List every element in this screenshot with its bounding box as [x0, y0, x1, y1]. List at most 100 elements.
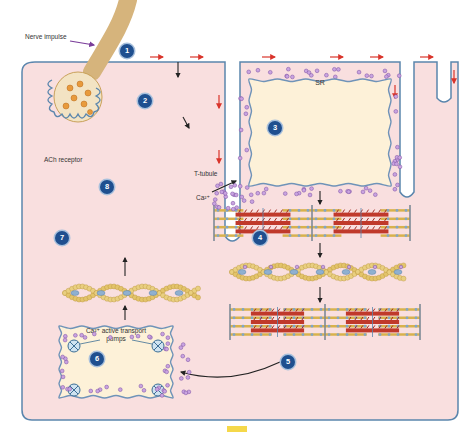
- myosin-head: [367, 325, 369, 328]
- troponin: [388, 333, 391, 336]
- myosin-head: [349, 325, 351, 328]
- myosin-head: [361, 325, 363, 328]
- myosin-head: [361, 317, 363, 320]
- myosin-head: [373, 218, 375, 221]
- troponin: [324, 234, 327, 237]
- troponin: [311, 325, 314, 328]
- z-line: [324, 304, 326, 340]
- pump-leaders: [80, 340, 152, 344]
- calcium-ion: [96, 389, 100, 393]
- troponin: [311, 333, 314, 336]
- myosin-head: [260, 309, 262, 312]
- troponin: [328, 333, 331, 336]
- troponin: [284, 333, 287, 336]
- troponin: [405, 217, 408, 220]
- calcium-ion: [233, 183, 237, 187]
- calcium-ion: [98, 388, 102, 392]
- troponin: [302, 325, 305, 328]
- troponin: [242, 325, 245, 328]
- troponin: [333, 226, 336, 229]
- troponin: [315, 226, 318, 229]
- thin-filament: [230, 325, 272, 328]
- z-line: [419, 304, 421, 340]
- vesicle: [81, 101, 87, 107]
- troponin: [293, 333, 296, 336]
- myosin-head: [287, 218, 289, 221]
- myosin-head: [355, 317, 357, 320]
- thin-filament: [214, 234, 243, 237]
- calcium-pumps: [68, 340, 164, 396]
- troponin: [415, 325, 418, 328]
- myosin-head: [385, 226, 387, 229]
- myosin-head: [245, 226, 247, 229]
- calcium-ion: [373, 265, 377, 269]
- red-arrow: [420, 56, 433, 57]
- troponin: [284, 308, 287, 311]
- troponin: [355, 333, 358, 336]
- myosin-head: [355, 210, 357, 213]
- myosin-head: [260, 317, 262, 320]
- troponin: [406, 308, 409, 311]
- troponin: [346, 333, 349, 336]
- troponin: [242, 333, 245, 336]
- troponin: [289, 234, 292, 237]
- thin-filament: [381, 218, 410, 221]
- troponin: [342, 270, 350, 275]
- troponin: [405, 209, 408, 212]
- calcium-ion: [217, 205, 221, 209]
- calcium-ion: [332, 67, 336, 71]
- myosin-head: [269, 218, 271, 221]
- myosin-head: [281, 218, 283, 221]
- calcium-ion: [80, 333, 84, 337]
- troponin: [355, 316, 358, 319]
- calcium-ion: [399, 265, 403, 269]
- myosin-head: [290, 325, 292, 328]
- myosin-head: [239, 226, 241, 229]
- myosin-head: [302, 325, 304, 328]
- myosin-head: [349, 309, 351, 312]
- myosin-head: [367, 309, 369, 312]
- calcium-ion: [393, 187, 397, 191]
- troponin: [123, 291, 131, 296]
- troponin: [397, 308, 400, 311]
- myosin-head: [385, 309, 387, 312]
- callout-number: 7: [55, 231, 69, 245]
- troponin: [328, 316, 331, 319]
- callout-number: 4: [253, 231, 267, 245]
- thin-filament: [283, 209, 312, 212]
- calcium-ion: [157, 386, 161, 390]
- calcium-ion: [162, 389, 166, 393]
- myosin-head: [385, 218, 387, 221]
- calcium-ion: [166, 383, 170, 387]
- myosin-head: [257, 226, 259, 229]
- troponin: [289, 217, 292, 220]
- myosin-head: [367, 226, 369, 229]
- troponin: [333, 209, 336, 212]
- myosin-head: [373, 226, 375, 229]
- troponin: [289, 226, 292, 229]
- calcium-ion: [213, 198, 217, 202]
- calcium-ion: [394, 95, 398, 99]
- troponin: [233, 308, 236, 311]
- troponin: [387, 226, 390, 229]
- thin-filament: [378, 308, 420, 311]
- myofibril: [214, 205, 410, 241]
- thin-filament: [312, 226, 341, 229]
- troponin: [298, 209, 301, 212]
- callout-number: 3: [268, 121, 282, 135]
- myosin-head: [266, 325, 268, 328]
- myosin-head: [245, 218, 247, 221]
- pump-symbol: [68, 384, 80, 396]
- troponin: [397, 316, 400, 319]
- myosin-head: [272, 325, 274, 328]
- pump-cross: [70, 342, 78, 350]
- troponin: [324, 226, 327, 229]
- troponin: [233, 333, 236, 336]
- calcium-ion: [160, 394, 164, 398]
- calcium-ion: [229, 185, 233, 189]
- myosin-head: [373, 210, 375, 213]
- calcium-ion: [308, 193, 312, 197]
- troponin: [290, 270, 298, 275]
- red-arrow: [330, 56, 343, 57]
